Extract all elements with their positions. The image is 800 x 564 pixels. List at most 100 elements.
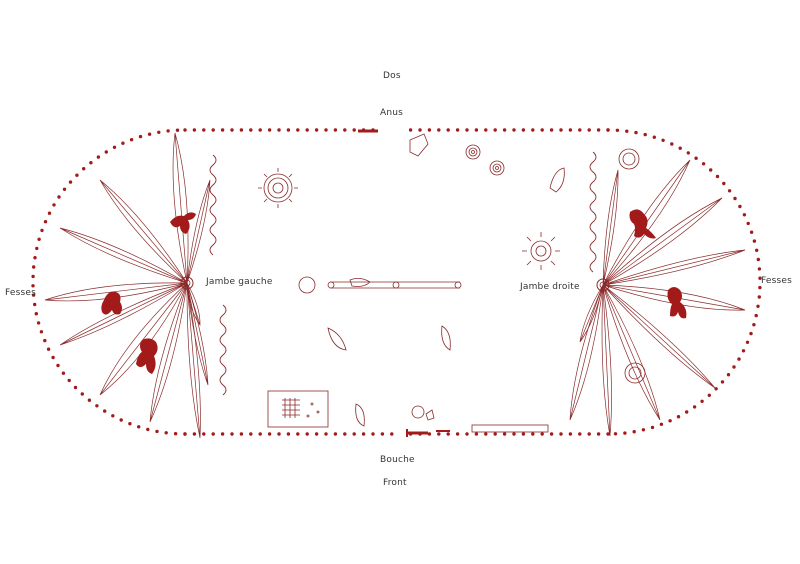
circle-ornament-right-top — [618, 148, 640, 170]
boundary-dot — [493, 128, 497, 132]
boundary-dot — [305, 432, 309, 436]
boundary-dot — [408, 128, 413, 132]
boundary-dot — [540, 128, 544, 132]
boundary-dot — [147, 132, 152, 136]
leaf-shape — [59, 227, 188, 284]
boundary-dot — [31, 284, 35, 288]
boundary-dot — [707, 393, 711, 397]
boundary-dot — [202, 432, 206, 436]
boundary-dot — [757, 295, 761, 299]
boundary-dot — [643, 132, 647, 137]
boundary-dot — [352, 432, 356, 436]
boundary-dot — [670, 142, 674, 146]
boundary-dot — [173, 432, 178, 436]
boundary-dot — [676, 415, 681, 419]
boundary-dot — [155, 429, 159, 434]
boundary-dot — [578, 432, 582, 436]
vessel-top — [409, 133, 429, 157]
boundary-dot — [733, 196, 737, 201]
boundary-dot — [121, 141, 125, 145]
boundary-dot — [606, 128, 610, 132]
boundary-dot — [418, 128, 422, 132]
boundary-dot — [239, 128, 244, 132]
long-bar-bottom-right — [471, 424, 549, 433]
boundary-dot — [32, 265, 36, 269]
boundary-dot — [758, 276, 762, 280]
boundary-dot — [512, 432, 516, 436]
boundary-dot — [756, 304, 760, 308]
spiked-sun-ornament — [522, 232, 560, 270]
boundary-dot — [540, 432, 544, 436]
left-leg-fan — [44, 132, 211, 439]
boundary-dot — [596, 128, 601, 132]
boundary-dot — [709, 168, 713, 172]
boundary-dot — [738, 204, 742, 209]
boundary-dot — [33, 256, 37, 260]
boundary-dot — [634, 130, 638, 135]
boundary-dot — [746, 221, 750, 226]
boundary-dot — [465, 432, 469, 436]
leaf-shape — [44, 282, 188, 302]
boundary-dot — [192, 432, 197, 436]
figure-left-middle — [101, 291, 122, 315]
boundary-dot — [52, 203, 56, 207]
boundary-dot — [164, 431, 168, 435]
boundary-dot — [146, 427, 150, 432]
boundary-dot — [157, 130, 161, 134]
boundary-dot — [465, 128, 469, 132]
dotted-oval-boundary — [31, 128, 762, 436]
boundary-dot — [211, 128, 215, 132]
boundary-dot — [455, 432, 460, 436]
boundary-dot — [752, 239, 757, 243]
leaf-shape — [602, 284, 716, 389]
boundary-dot — [587, 432, 591, 436]
seed-pod-center-right — [441, 325, 451, 351]
boundary-dot — [37, 237, 41, 241]
boundary-dot — [96, 155, 101, 159]
leaf-shape — [99, 282, 188, 396]
boundary-dot — [343, 432, 347, 436]
spiral-ornament-2 — [489, 160, 505, 176]
boundary-dot — [715, 174, 720, 179]
boundary-dot — [68, 180, 73, 184]
leaf-shape — [602, 284, 661, 421]
leaf-shape — [569, 284, 604, 421]
boundary-dot — [267, 128, 272, 132]
boundary-dot — [484, 432, 488, 436]
boundary-dot — [305, 128, 309, 132]
boundary-dot — [296, 128, 300, 132]
boundary-dot — [512, 128, 516, 132]
boundary-dot — [138, 134, 143, 139]
boundary-dot — [732, 365, 736, 369]
boundary-dot — [474, 128, 479, 132]
circle-ornament-right-bottom — [624, 362, 646, 384]
boundary-dot — [549, 128, 554, 132]
boundary-dot — [43, 338, 47, 343]
boundary-dot — [258, 128, 262, 132]
label-front: Front — [383, 478, 407, 488]
boundary-dot — [192, 128, 197, 132]
boundary-dot — [73, 385, 78, 390]
boundary-dot — [737, 357, 741, 361]
boundary-dot — [686, 151, 690, 155]
leaf-shape — [172, 132, 189, 284]
boundary-dot — [559, 432, 563, 436]
boundary-dot — [40, 228, 44, 233]
figure-left-bottom — [136, 338, 158, 374]
wavy-line-right — [589, 151, 597, 273]
boundary-dot — [755, 248, 759, 252]
boundary-dot — [333, 432, 338, 436]
leaf-shape — [579, 284, 604, 343]
boundary-dot — [668, 419, 672, 423]
boundary-dot — [258, 432, 262, 436]
leaf-shape — [601, 284, 612, 437]
boundary-dot — [119, 418, 123, 422]
boundary-dot — [324, 128, 328, 132]
boundary-dot — [613, 432, 618, 436]
boundary-dot — [104, 150, 109, 154]
label-fesses-left: Fesses — [5, 288, 37, 298]
boundary-dot — [685, 410, 689, 414]
boundary-dot — [333, 128, 338, 132]
boundary-dot — [692, 405, 697, 409]
boundary-dot — [87, 398, 92, 402]
